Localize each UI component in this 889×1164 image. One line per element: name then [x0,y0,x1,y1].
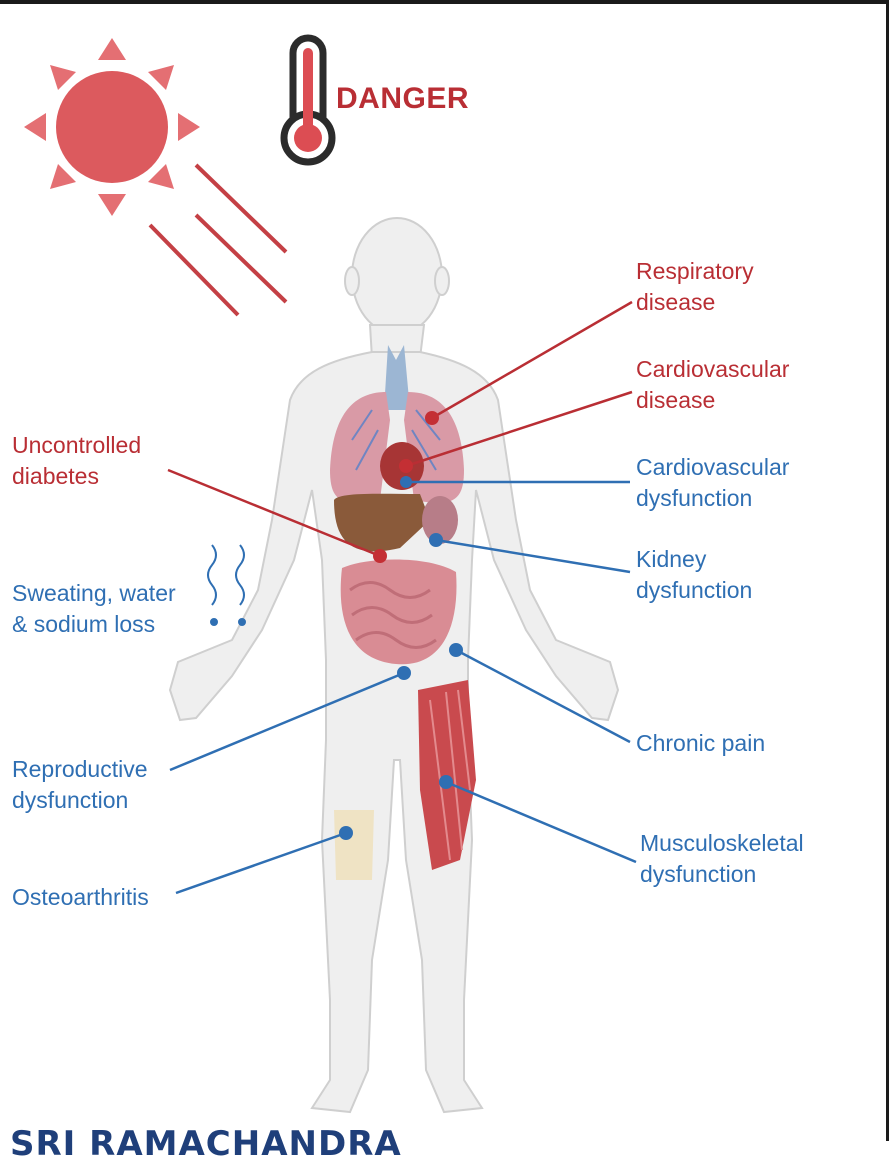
label-cardiovascular-disease: Cardiovascular disease [636,354,789,416]
sweat-drops-icon [208,545,245,625]
label-kidney-dysfunction: Kidney dysfunction [636,544,752,606]
knee-joint [334,810,374,880]
human-body-icon [170,218,618,1112]
label-osteoarthritis: Osteoarthritis [12,882,149,913]
brand-footer: SRI RAMACHANDRA [10,1124,402,1164]
label-uncontrolled-diabetes: Uncontrolled diabetes [12,430,141,492]
thermometer-icon [284,38,332,162]
label-musculoskeletal-dysfunction: Musculoskeletal dysfunction [640,828,804,890]
label-chronic-pain: Chronic pain [636,728,765,759]
danger-label: DANGER [336,82,469,116]
label-sweating: Sweating, water & sodium loss [12,578,176,640]
label-respiratory-disease: Respiratory disease [636,256,754,318]
label-cardiovascular-dysfunction: Cardiovascular dysfunction [636,452,789,514]
sun-icon [24,38,286,315]
label-reproductive-dysfunction: Reproductive dysfunction [12,754,148,816]
